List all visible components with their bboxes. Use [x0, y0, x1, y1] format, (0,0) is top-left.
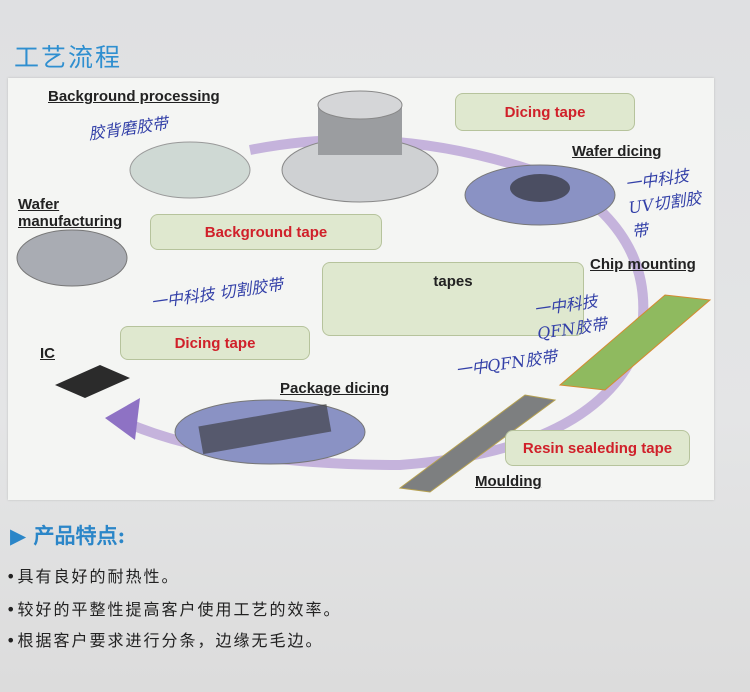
- resin-tape-box: Resin sealeding tape: [505, 430, 690, 466]
- triangle-bullet-icon: ▶: [10, 523, 27, 548]
- step-moulding: Moulding: [475, 473, 542, 490]
- step-wafer-manufacturing: Wafer manufacturing: [18, 196, 123, 230]
- feature-item: •较好的平整性提高客户使用工艺的效率。: [6, 600, 342, 619]
- step-wafer-dicing: Wafer dicing: [572, 143, 662, 160]
- moulding-strip: [398, 394, 557, 493]
- step-chip-mounting: Chip mounting: [590, 256, 696, 273]
- step-package-dicing: Package dicing: [280, 380, 390, 397]
- wafer-background: [129, 141, 251, 199]
- dicing-tape-top-box: Dicing tape: [455, 93, 635, 131]
- features-heading: ▶ 产品特点:: [10, 523, 126, 548]
- step-background-processing: Background processing: [48, 88, 220, 105]
- feature-item: •根据客户要求进行分条，边缘无毛边。: [6, 631, 324, 650]
- dicing-tape-bottom-box: Dicing tape: [120, 326, 310, 360]
- chip-strip: [558, 294, 712, 391]
- ic-chip: [55, 365, 130, 398]
- tapes-box: tapes: [322, 262, 584, 336]
- handwritten-note: 一中科技 UV切割胶带: [623, 165, 703, 242]
- step-ic: IC: [40, 345, 55, 362]
- wafer-manufacturing: [16, 229, 128, 287]
- feature-item: •具有良好的耐热性。: [6, 567, 180, 586]
- background-tape-box: Background tape: [150, 214, 382, 250]
- flow-arrowhead: [105, 398, 140, 440]
- page-title: 工艺流程: [14, 43, 123, 72]
